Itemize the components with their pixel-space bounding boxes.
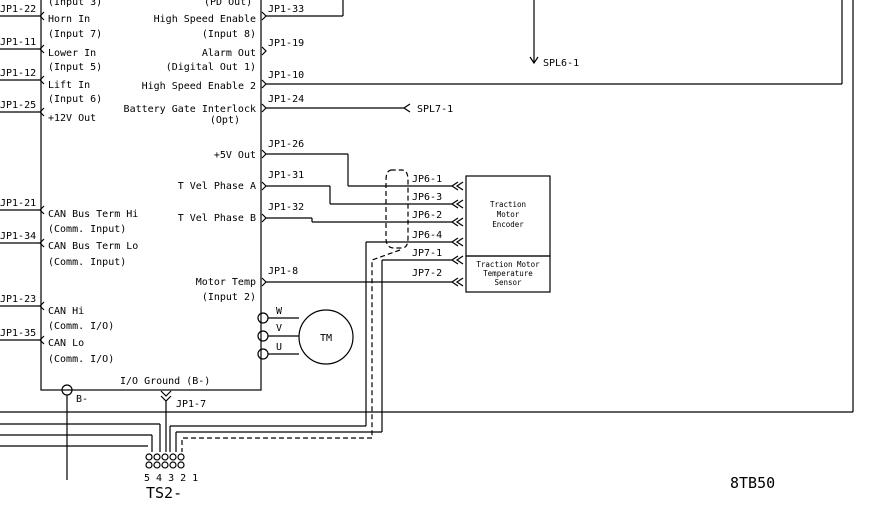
b-minus-label: B- [76, 394, 88, 405]
left-pin-sub: (Input 6) [48, 94, 102, 105]
left-pin-jp: JP1-35 [0, 328, 36, 339]
left-pin-label: Lift In [48, 80, 90, 91]
encoder-line2: Motor [497, 210, 520, 219]
terminal-strip-icon [145, 453, 185, 469]
right-pin-jp: JP1-31 [268, 170, 304, 181]
left-pin-label: CAN Lo [48, 338, 84, 349]
top-cut-right-label: (PD Out) [204, 0, 252, 8]
left-pin-sub: (Comm. I/O) [48, 354, 114, 365]
encoder-line1: Traction [490, 200, 526, 209]
connector-label: JP6-4 [412, 230, 442, 241]
controller-box [40, 0, 262, 391]
left-pin-label: Lower In [48, 48, 96, 59]
left-pin-label: CAN Hi [48, 306, 84, 317]
top-cut-left-label: (Input 3) [48, 0, 102, 8]
left-pin-sub: (Comm. Input) [48, 224, 126, 235]
left-pin-jp: JP1-25 [0, 100, 36, 111]
connector-label: JP7-1 [412, 248, 442, 259]
right-pin-label: +5V Out [214, 150, 256, 161]
left-pin-sub: (Input 5) [48, 62, 102, 73]
motor-label: TM [320, 333, 332, 344]
right-pin-sub: (Digital Out 1) [166, 62, 256, 73]
traction-motor-icon [298, 309, 354, 365]
terminal-numbers: 5 4 3 2 1 [144, 473, 198, 484]
connector-label: JP6-3 [412, 192, 442, 203]
left-pin-label: CAN Bus Term Lo [48, 241, 138, 252]
right-pin-label: High Speed Enable [154, 14, 256, 25]
temp-sensor-box [465, 255, 551, 293]
left-pin-sub: (Comm. Input) [48, 257, 126, 268]
connector-label: JP6-2 [412, 210, 442, 221]
right-pin-jp: JP1-24 [268, 94, 304, 105]
left-pin-jp: JP1-11 [0, 37, 36, 48]
connector-label: JP6-1 [412, 174, 442, 185]
left-pin-jp: JP1-23 [0, 294, 36, 305]
left-pin-label: +12V Out [48, 113, 96, 124]
right-pin-jp: JP1-26 [268, 139, 304, 150]
connector-label: JP7-2 [412, 268, 442, 279]
motor-phase-v: V [276, 323, 282, 334]
temp-sensor-line3: Sensor [494, 278, 522, 287]
splice-spl6: SPL6-1 [543, 58, 579, 69]
left-pin-jp: JP1-12 [0, 68, 36, 79]
right-pin-label: Motor Temp [196, 277, 256, 288]
ground-label: I/O Ground (B-) [120, 376, 210, 387]
motor-phase-u: U [276, 342, 282, 353]
right-pin-jp: JP1-33 [268, 4, 304, 15]
left-pin-label: CAN Bus Term Hi [48, 209, 138, 220]
right-pin-label: T Vel Phase B [178, 213, 256, 224]
right-pin-sub: (Input 8) [202, 29, 256, 40]
right-pin-sub: (Opt) [210, 115, 240, 126]
right-pin-label: High Speed Enable 2 [142, 81, 256, 92]
temp-sensor-line1: Traction Motor [476, 260, 540, 269]
right-pin-label: Battery Gate Interlock [124, 104, 256, 115]
right-pin-jp: JP1-19 [268, 38, 304, 49]
right-pin-sub: (Input 2) [202, 292, 256, 303]
encoder-line3: Encoder [492, 220, 524, 229]
right-pin-label: Alarm Out [202, 48, 256, 59]
left-pin-jp: JP1-34 [0, 231, 36, 242]
left-pin-label: Horn In [48, 14, 90, 25]
right-pin-jp: JP1-10 [268, 70, 304, 81]
drawing-id: 8TB50 [730, 474, 775, 492]
temp-sensor-line2: Temperature [483, 269, 533, 278]
left-pin-sub: (Comm. I/O) [48, 321, 114, 332]
splice-spl7: SPL7-1 [417, 104, 453, 115]
terminal-label: TS2- [146, 484, 182, 502]
left-pin-jp: JP1-22 [0, 4, 36, 15]
ground-jp: JP1-7 [176, 399, 206, 410]
right-pin-jp: JP1-32 [268, 202, 304, 213]
motor-phase-w: W [276, 306, 283, 317]
left-pin-sub: (Input 7) [48, 29, 102, 40]
right-pin-jp: JP1-8 [268, 266, 298, 277]
right-pin-label: T Vel Phase A [178, 181, 256, 192]
left-pin-jp: JP1-21 [0, 198, 36, 209]
